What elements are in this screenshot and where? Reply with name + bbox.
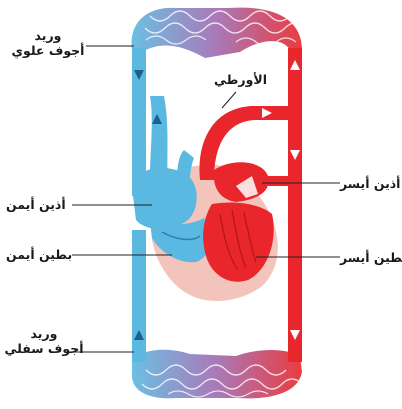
upper-capillary-bed: [132, 8, 305, 58]
label-right-atrium: أذين أيمن: [6, 197, 66, 212]
label-svc-line1: وريد: [8, 28, 88, 43]
systemic-artery-upper: [288, 48, 302, 362]
label-right-ventricle: بطين أيمن: [6, 247, 72, 262]
label-superior-vena-cava: وريد أجوف علوي: [8, 28, 88, 58]
label-inferior-vena-cava: وريد أجوف سفلي: [4, 326, 84, 356]
label-left-atrium: أذين أيسر: [340, 176, 400, 191]
pulmonary-artery: [150, 96, 168, 186]
label-ivc-line2: أجوف سفلي: [4, 341, 84, 356]
label-ivc-line1: وريد: [4, 326, 84, 341]
label-left-ventricle: بطين أيسر: [340, 250, 402, 265]
inferior-vena-cava: [132, 230, 146, 362]
label-aorta: الأورطي: [214, 72, 267, 87]
lower-capillary-bed: [132, 350, 302, 399]
label-svc-line2: أجوف علوي: [8, 43, 88, 58]
